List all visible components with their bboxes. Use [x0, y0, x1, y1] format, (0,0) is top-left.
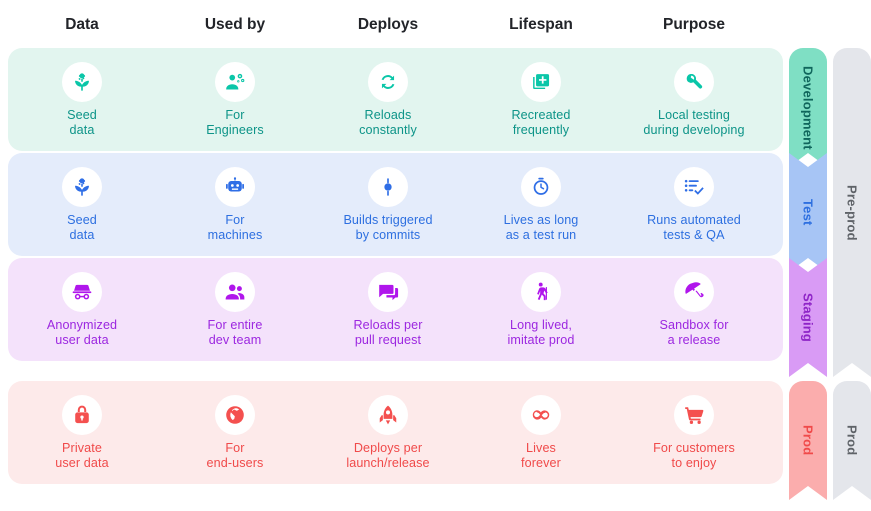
environment-row-prod: Private user data For end-users Deploys pe…: [8, 381, 783, 484]
cell-prod-purpose: For customers to enjoy: [619, 381, 769, 484]
cell-test-used_by: For machines: [160, 153, 310, 256]
reload-icon: [368, 61, 408, 102]
cell-test-lifespan: Lives as long as a test run: [466, 153, 616, 256]
cell-development-used_by: For Engineers: [160, 48, 310, 151]
group-bar-label: Prod: [844, 425, 860, 456]
cell-label: For end-users: [206, 440, 264, 470]
people-icon: [215, 271, 255, 312]
group-bar-prod[interactable]: Prod: [833, 381, 871, 500]
incognito-icon: [62, 271, 102, 312]
environment-row-staging: Anonymized user data For entire dev team R…: [8, 258, 783, 361]
stage-bar-label: Prod: [800, 425, 816, 456]
seedling-icon: [62, 166, 102, 207]
cell-test-deploys: Builds triggered by commits: [313, 153, 463, 256]
cell-label: For entire dev team: [207, 317, 263, 347]
column-header-purpose: Purpose: [662, 16, 726, 33]
stage-bar-test[interactable]: Test: [789, 153, 827, 272]
cell-label: For Engineers: [206, 107, 264, 137]
column-header-row: Data Used by Deploys Lifespan Purpose: [0, 0, 775, 48]
stage-bar-prod[interactable]: Prod: [789, 381, 827, 500]
umbrella-icon: [674, 271, 714, 312]
infinity-icon: [521, 394, 561, 435]
wrench-icon: [674, 61, 714, 102]
commit-icon: [368, 166, 408, 207]
cell-label: Private user data: [55, 440, 109, 470]
seedling-icon: [62, 61, 102, 102]
cell-prod-deploys: Deploys per launch/release: [313, 381, 463, 484]
cell-staging-purpose: Sandbox for a release: [619, 258, 769, 361]
cart-icon: [674, 394, 714, 435]
stage-bar-label: Development: [800, 65, 816, 150]
column-header-lifespan: Lifespan: [509, 16, 573, 33]
stage-bar-development[interactable]: Development: [789, 48, 827, 167]
lock-icon: [62, 394, 102, 435]
cell-label: Recreated frequently: [511, 107, 571, 137]
walking-icon: [521, 271, 561, 312]
cell-staging-lifespan: Long lived, imitate prod: [466, 258, 616, 361]
column-header-data: Data: [65, 16, 99, 33]
robot-icon: [215, 166, 255, 207]
public-off-icon: [215, 394, 255, 435]
cell-label: Anonymized user data: [46, 317, 118, 347]
environment-row-development: Seed data For Engineers Reloads constantly…: [8, 48, 783, 151]
cell-prod-used_by: For end-users: [160, 381, 310, 484]
stopwatch-icon: [521, 166, 561, 207]
cell-label: Long lived, imitate prod: [507, 317, 575, 347]
cell-label: Deploys per launch/release: [346, 440, 430, 470]
group-bar-pre-prod[interactable]: Pre-prod: [833, 48, 871, 377]
forum-icon: [368, 271, 408, 312]
engineer-icon: [215, 61, 255, 102]
cell-prod-lifespan: Lives forever: [466, 381, 616, 484]
cell-development-data: Seed data: [7, 48, 157, 151]
cell-label: Runs automated tests & QA: [647, 212, 741, 242]
cell-development-purpose: Local testing during developing: [619, 48, 769, 151]
cell-label: For machines: [207, 212, 263, 242]
cell-label: Seed data: [67, 107, 97, 137]
cell-development-lifespan: Recreated frequently: [466, 48, 616, 151]
cell-label: For customers to enjoy: [653, 440, 735, 470]
cell-label: Sandbox for a release: [659, 317, 729, 347]
cell-staging-data: Anonymized user data: [7, 258, 157, 361]
cell-label: Builds triggered by commits: [343, 212, 433, 242]
cell-label: Reloads constantly: [359, 107, 417, 137]
cell-test-purpose: Runs automated tests & QA: [619, 153, 769, 256]
cell-label: Local testing during developing: [643, 107, 745, 137]
cell-staging-deploys: Reloads per pull request: [313, 258, 463, 361]
checklist-icon: [674, 166, 714, 207]
group-bar-label: Pre-prod: [844, 184, 860, 241]
cell-label: Lives forever: [521, 440, 561, 470]
cell-test-data: Seed data: [7, 153, 157, 256]
cell-development-deploys: Reloads constantly: [313, 48, 463, 151]
rocket-icon: [368, 394, 408, 435]
column-header-deploys: Deploys: [357, 16, 419, 33]
cell-label: Reloads per pull request: [353, 317, 423, 347]
stage-bar-label: Test: [800, 199, 816, 226]
stage-bar-label: Staging: [800, 292, 816, 343]
stage-bar-staging[interactable]: Staging: [789, 258, 827, 377]
cell-label: Lives as long as a test run: [503, 212, 579, 242]
column-header-used_by: Used by: [204, 16, 266, 33]
library-add-icon: [521, 61, 561, 102]
cell-prod-data: Private user data: [7, 381, 157, 484]
cell-staging-used_by: For entire dev team: [160, 258, 310, 361]
environment-row-test: Seed data For machines Builds triggered by…: [8, 153, 783, 256]
cell-label: Seed data: [67, 212, 97, 242]
